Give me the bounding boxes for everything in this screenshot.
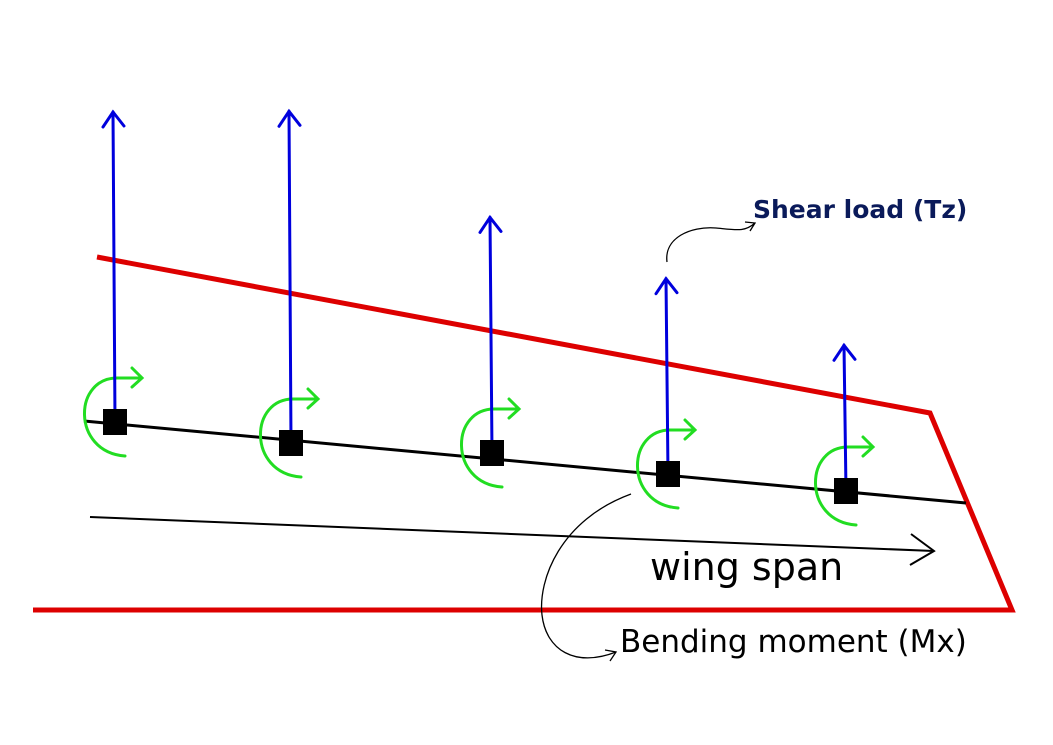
moment-arrow-3 <box>460 397 522 489</box>
moment-arrow-arc <box>814 445 874 527</box>
node-3 <box>480 440 504 466</box>
shear-arrow-2 <box>277 108 302 445</box>
shear-arrow-shaft <box>111 110 117 424</box>
moment-arrow-5 <box>814 435 876 527</box>
nodes <box>103 409 858 504</box>
shear-arrow-1 <box>101 109 126 424</box>
moment-arrow-head <box>306 387 321 410</box>
moment-arrow-arc <box>83 376 143 458</box>
shear-arrow-shaft <box>664 277 670 476</box>
node-5 <box>834 478 858 504</box>
wing-leading-edge <box>33 254 1016 613</box>
moment-arrow-head <box>507 397 522 420</box>
wing-outline <box>33 254 1016 613</box>
shear-load-label: Shear load (Tz) <box>753 195 967 224</box>
moment-arrow-arc <box>636 428 696 510</box>
shear-arrow-head <box>654 276 679 296</box>
shear-arrows <box>101 108 857 493</box>
shear-arrow-head <box>478 214 503 234</box>
wing-span-arrow-shaft <box>89 516 935 552</box>
shear-arrow-shaft <box>287 109 293 445</box>
moment-leader-line <box>540 493 632 659</box>
shear-arrow-4 <box>654 276 679 476</box>
shear-arrow-3 <box>478 214 503 455</box>
moment-arrow-2 <box>259 387 321 479</box>
moment-leader-arrowhead <box>604 649 618 662</box>
moment-arrows <box>83 366 876 527</box>
moment-arrow-arc <box>460 407 520 489</box>
shear-arrow-shaft <box>488 215 494 455</box>
moment-arrow-head <box>861 435 876 458</box>
moment-arrow-head <box>683 418 698 441</box>
node-1 <box>103 409 127 435</box>
wing-span-arrow-head <box>909 533 936 566</box>
moment-arrow-1 <box>83 366 145 458</box>
wing-span-arrow <box>89 516 936 566</box>
node-2 <box>279 430 303 456</box>
moment-arrow-head <box>130 366 145 389</box>
shear-arrow-head <box>101 109 126 129</box>
shear-arrow-head <box>832 342 857 362</box>
moment-arrow-4 <box>636 418 698 510</box>
shear-arrow-head <box>277 108 302 128</box>
shear-leader-line <box>666 222 756 263</box>
moment-arrow-arc <box>259 397 319 479</box>
bending-moment-label: Bending moment (Mx) <box>620 624 967 660</box>
wing-span-label: wing span <box>650 545 843 589</box>
elastic-axis-line <box>83 419 967 505</box>
node-4 <box>656 461 680 487</box>
shear-leader-arrowhead <box>744 221 757 232</box>
shear-arrow-5 <box>832 342 857 493</box>
shear-arrow-shaft <box>842 343 848 493</box>
